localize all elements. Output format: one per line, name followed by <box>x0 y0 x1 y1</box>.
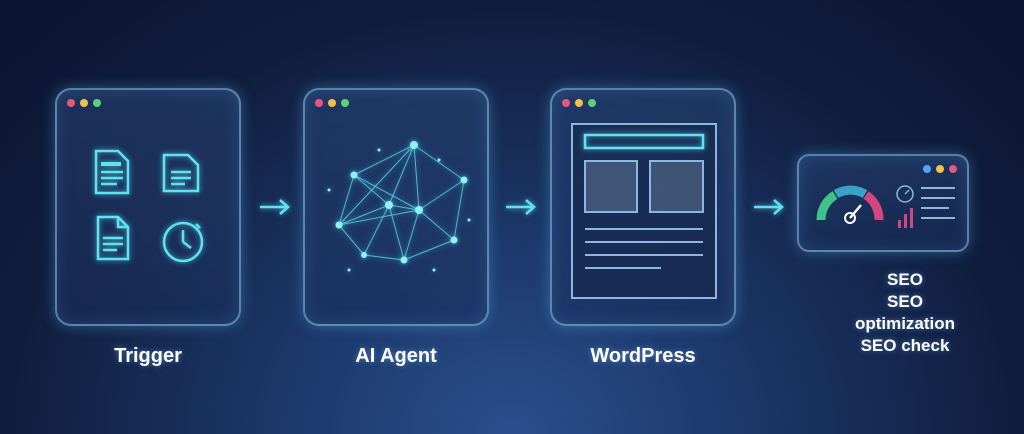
document-icon <box>162 153 200 193</box>
mini-dial-icon <box>896 185 914 203</box>
wordpress-card <box>550 88 736 326</box>
seo-label-title: SEO <box>887 270 923 289</box>
seo-label-group: SEO SEO optimization SEO check <box>840 269 970 357</box>
arrow-right-icon <box>260 199 290 215</box>
arrow-right-icon <box>754 199 784 215</box>
document-icon <box>96 215 130 261</box>
window-dots <box>562 99 596 107</box>
text-lines <box>921 187 955 219</box>
gauge-icon <box>816 185 884 224</box>
seo-label-optimization: SEO optimization <box>854 292 956 333</box>
seo-label-check: SEO check <box>860 336 950 355</box>
step-label-trigger: Trigger <box>114 345 182 367</box>
document-icon <box>94 149 130 195</box>
webpage-layout-icon <box>571 123 717 299</box>
arrow-right-icon <box>506 199 536 215</box>
step-label-ai-agent: AI Agent <box>355 345 437 367</box>
ai-agent-card <box>303 88 489 326</box>
window-dots <box>315 99 349 107</box>
step-label-wordpress: WordPress <box>590 345 696 367</box>
window-dots <box>67 99 101 107</box>
network-icon <box>327 141 471 272</box>
seo-card <box>797 154 969 252</box>
window-dots <box>923 165 957 173</box>
clock-icon <box>162 221 204 263</box>
bar-chart-icon <box>898 208 913 228</box>
trigger-card <box>55 88 241 326</box>
